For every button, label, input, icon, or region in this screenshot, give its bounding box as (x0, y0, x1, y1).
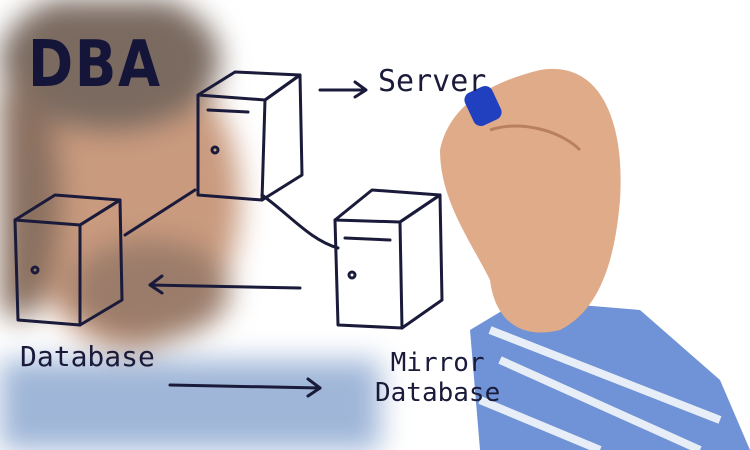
database-label: Database (20, 340, 155, 373)
server-icon (196, 70, 304, 202)
title-dba: DBA (28, 28, 162, 102)
arrow-to-server-label (318, 80, 368, 99)
arrow-mirror-to-database (148, 274, 302, 295)
mirror-server-icon (333, 188, 444, 330)
mirror-database-label: Mirror Database (375, 348, 500, 408)
arrow-database-to-mirror (168, 377, 322, 398)
mirror-label-line1: Mirror (390, 348, 485, 378)
connector-line (123, 188, 197, 237)
connector-line (260, 193, 340, 250)
database-server-icon (13, 193, 124, 327)
mirror-label-line2: Database (375, 378, 501, 408)
server-label: Server (378, 64, 487, 99)
